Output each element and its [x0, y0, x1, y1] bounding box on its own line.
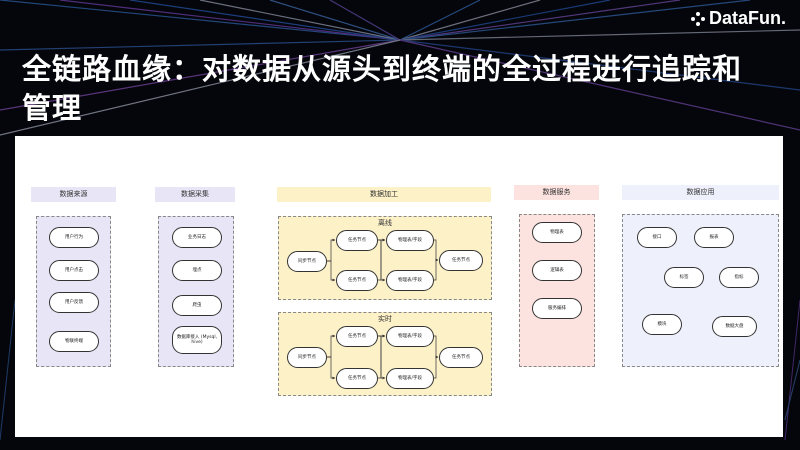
lineage-diagram-panel: 数据来源 数据采集 数据加工 数据服务 数据应用 用户行为 用户点击 用户反馈 … — [15, 136, 783, 437]
header-data-process: 数据加工 — [277, 187, 491, 202]
realtime-sync-node: 同步节点 — [287, 347, 327, 368]
realtime-final-node: 任务节点 — [439, 347, 483, 368]
realtime-output-node: 物理表/字段 — [386, 368, 434, 389]
realtime-task-node: 任务节点 — [336, 368, 378, 389]
collect-node: 数据库接入 (Mysql, hive) — [172, 326, 222, 354]
slide-title: 全链路血缘：对数据从源头到终端的全过程进行追踪和管理 — [22, 52, 743, 125]
offline-output-node: 物理表/字段 — [386, 230, 434, 251]
collect-node: 业务日志 — [172, 227, 222, 248]
header-data-apply: 数据应用 — [622, 185, 779, 200]
service-node: 服务编排 — [532, 298, 582, 319]
collect-node: 埋点 — [172, 260, 222, 281]
header-data-source: 数据来源 — [31, 187, 116, 202]
header-data-service: 数据服务 — [514, 185, 599, 200]
realtime-label: 实时 — [378, 315, 392, 323]
zone-data-service — [519, 214, 595, 367]
realtime-output-node: 物理表/字段 — [386, 326, 434, 347]
apply-node: 报表 — [694, 227, 734, 248]
flow-arrows — [327, 238, 439, 380]
source-node: 用户点击 — [49, 260, 99, 281]
logo-text: DataFun. — [708, 8, 786, 28]
header-data-collect: 数据采集 — [155, 187, 235, 202]
apply-node: 指标 — [719, 267, 759, 288]
logo-dots-icon — [690, 11, 705, 26]
source-node: 用户反馈 — [49, 292, 99, 313]
offline-task-node: 任务节点 — [336, 230, 378, 251]
source-node: 物联终端 — [49, 331, 99, 352]
datafun-logo: DataFun. — [690, 8, 786, 29]
service-node: 物理表 — [532, 222, 582, 243]
apply-node: 接口 — [637, 227, 677, 248]
apply-node: 模块 — [642, 314, 682, 335]
offline-sync-node: 同步节点 — [287, 251, 327, 272]
service-node: 逻辑表 — [532, 260, 582, 281]
offline-label: 离线 — [378, 219, 392, 227]
apply-node: 数据大盘 — [712, 316, 757, 337]
offline-final-node: 任务节点 — [439, 250, 483, 271]
realtime-task-node: 任务节点 — [336, 326, 378, 347]
apply-node: 标签 — [664, 267, 704, 288]
collect-node: 爬虫 — [172, 295, 222, 316]
offline-task-node: 任务节点 — [336, 270, 378, 291]
offline-output-node: 物理表/字段 — [386, 270, 434, 291]
source-node: 用户行为 — [49, 227, 99, 248]
